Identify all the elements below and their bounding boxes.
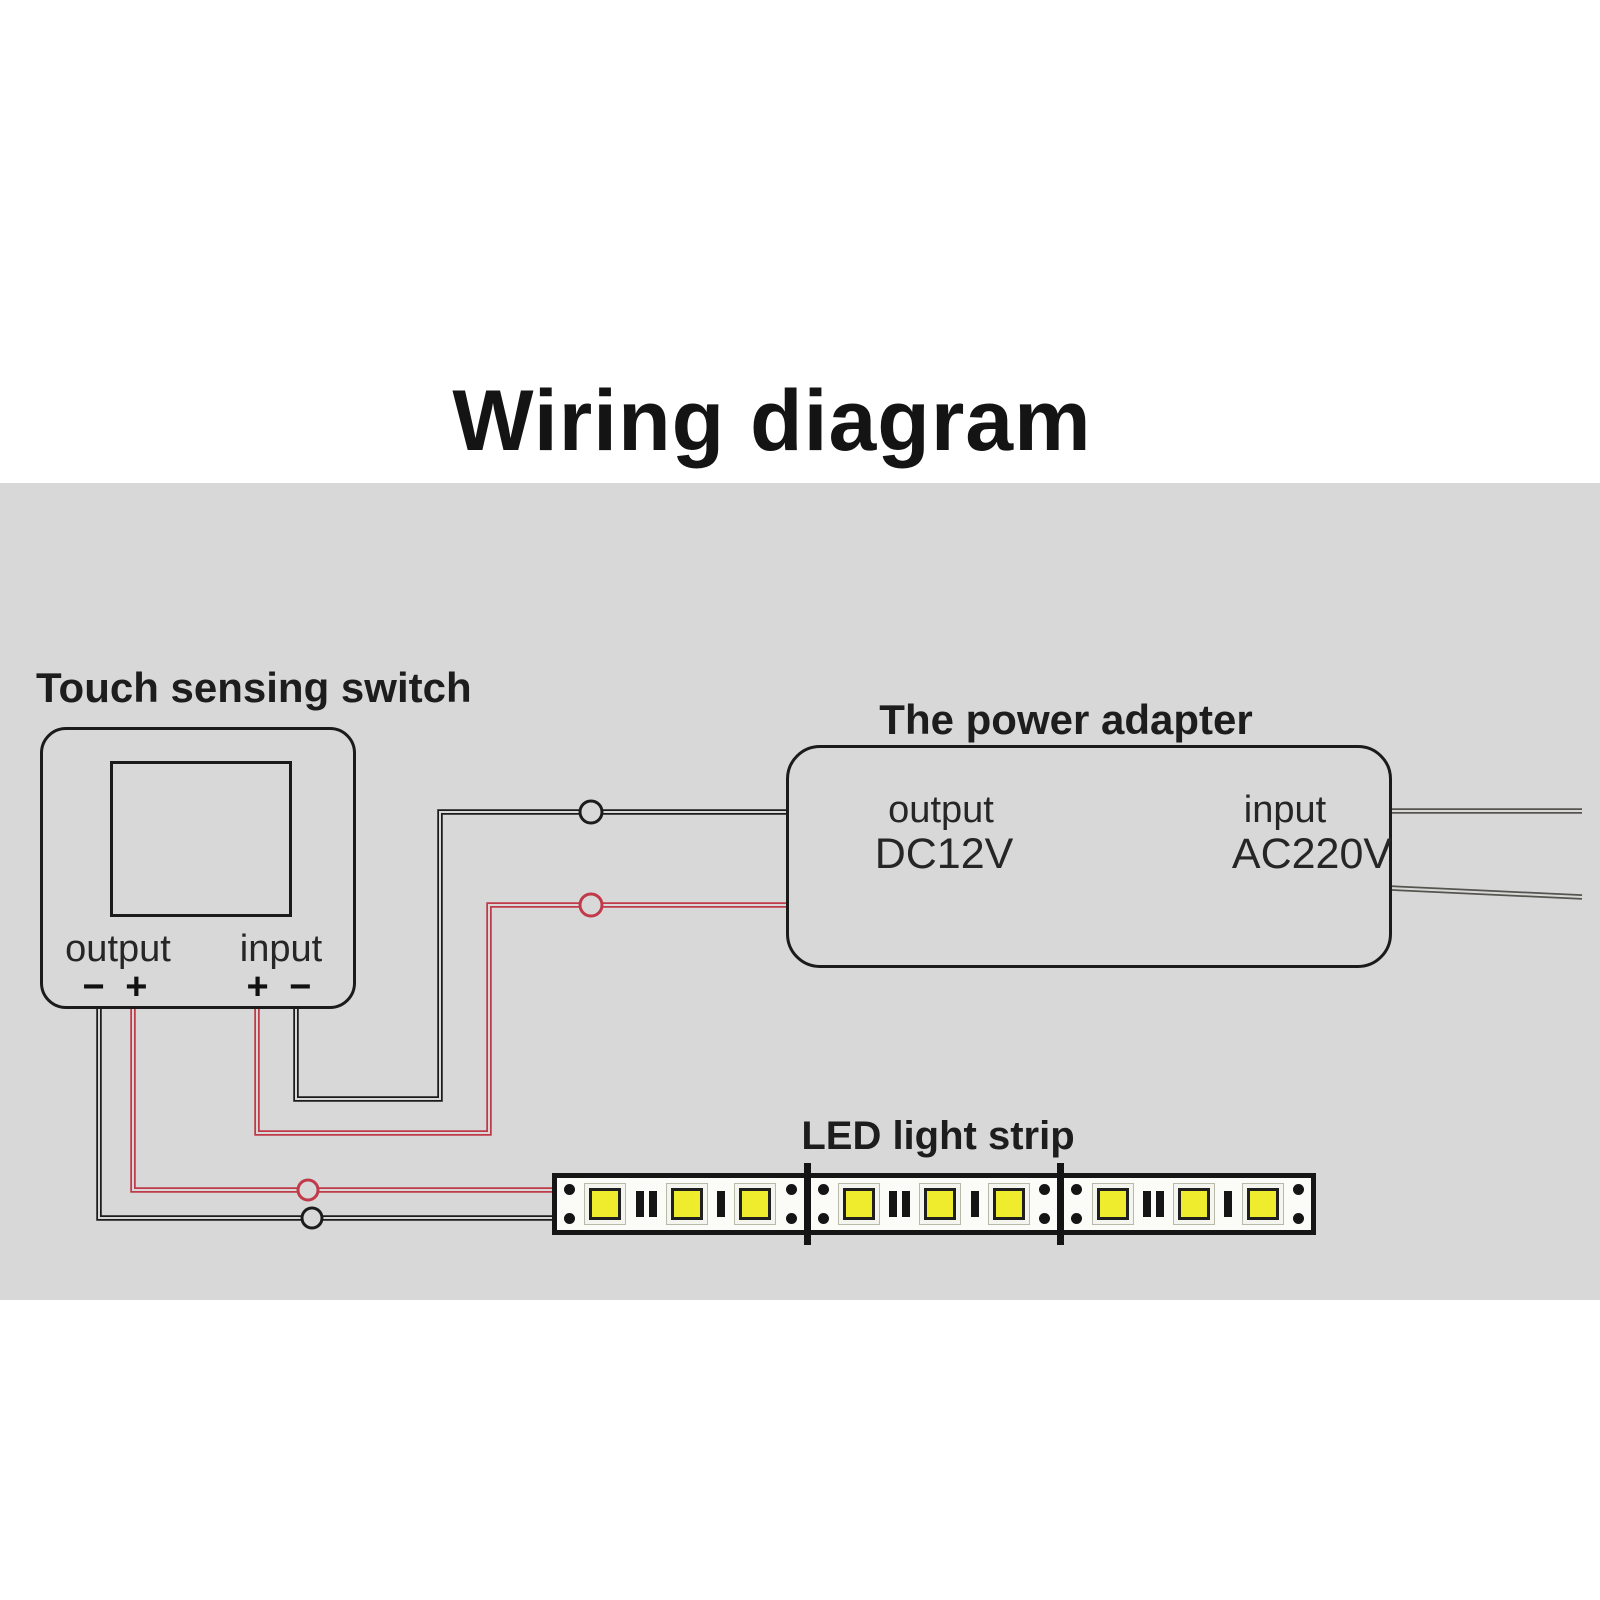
adapter-input-value: AC220V: [1231, 830, 1393, 878]
touch-pad-area: [110, 761, 292, 917]
solder-pad-dots: [785, 1184, 797, 1224]
touch-switch-box: [40, 727, 356, 1009]
led-segment: [811, 1178, 1058, 1230]
solder-pad-dots: [564, 1184, 575, 1224]
switch-output-label: output: [65, 928, 171, 970]
strip-connector-bar: [803, 1163, 811, 1245]
led-chip: [837, 1183, 880, 1225]
led-chip: [1173, 1183, 1216, 1225]
led-chip: [1091, 1183, 1134, 1225]
led-strip: [552, 1163, 1316, 1245]
led-segment: [1064, 1178, 1311, 1230]
led-chip: [734, 1183, 777, 1225]
resistor-icon: [1142, 1191, 1164, 1217]
resistor-icon: [1224, 1191, 1233, 1217]
page-title: Wiring diagram: [452, 373, 1092, 469]
strip-connector-bar: [1057, 1163, 1065, 1245]
led-chip: [988, 1183, 1030, 1225]
resistor-icon: [970, 1191, 979, 1217]
resistor-icon: [717, 1191, 726, 1217]
led-chip: [665, 1183, 708, 1225]
led-segment: [557, 1178, 804, 1230]
solder-pad-dots: [817, 1184, 829, 1224]
solder-pad-dots: [1292, 1184, 1304, 1224]
solder-pad-dots: [1039, 1184, 1051, 1224]
power-adapter-box: [786, 745, 1392, 968]
led-chip: [919, 1183, 962, 1225]
power-adapter-label: The power adapter: [879, 696, 1253, 743]
adapter-output-label: output: [888, 789, 994, 831]
switch-input-polarity: + −: [246, 966, 312, 1008]
resistor-icon: [635, 1191, 657, 1217]
led-strip-label: LED light strip: [801, 1114, 1075, 1158]
touch-switch-label: Touch sensing switch: [36, 664, 472, 711]
solder-pad-dots: [1071, 1184, 1083, 1224]
led-chip: [1241, 1183, 1284, 1225]
switch-output-polarity: − +: [82, 966, 148, 1008]
adapter-output-value: DC12V: [874, 830, 1014, 878]
switch-input-label: input: [239, 928, 323, 970]
resistor-icon: [889, 1191, 911, 1217]
adapter-input-label: input: [1243, 789, 1327, 831]
led-chip: [584, 1183, 627, 1225]
